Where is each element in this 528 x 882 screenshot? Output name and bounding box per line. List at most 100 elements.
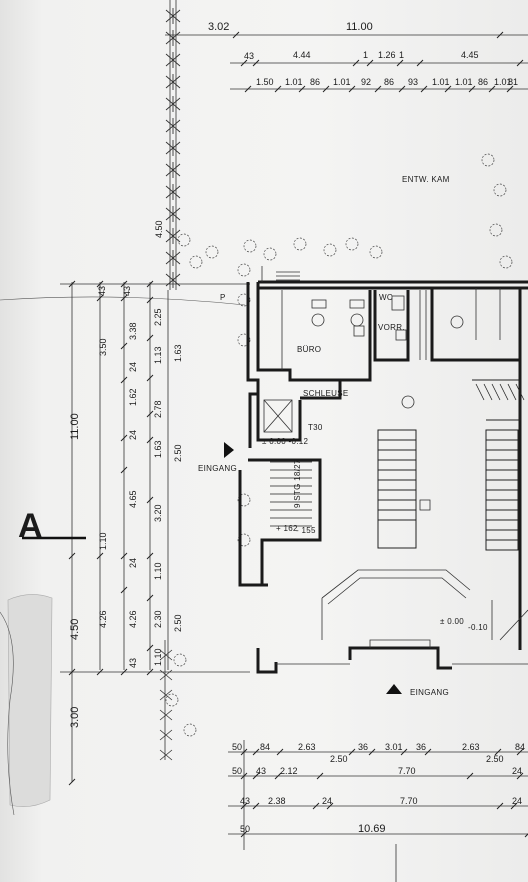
room-wc: WC xyxy=(379,293,393,302)
bot-r2-6: 24 xyxy=(512,766,522,776)
level-stair: 9 STG 18/27 xyxy=(293,459,302,508)
left-col-a-0: 3.50 xyxy=(98,338,108,356)
bot-r3-2: 24 xyxy=(322,796,332,806)
property-boundary: 4.50 xyxy=(154,0,181,761)
top-dim-11-00: 11.00 xyxy=(346,21,373,33)
left-col-c-2: 1.13 xyxy=(153,346,163,364)
left-col-b-2: 24 xyxy=(128,362,138,372)
top-dim-r2-1: 4.44 xyxy=(293,50,311,60)
bottom-dimension-lines xyxy=(228,740,528,882)
bot-r2-5: 2.50 xyxy=(486,754,504,764)
left-col-c-8: 1.10 xyxy=(153,648,163,666)
top-dim-r2-3: 1.26 xyxy=(378,50,396,60)
left-col-b-8: 43 xyxy=(128,658,138,668)
left-col-c-6: 1.10 xyxy=(153,562,163,580)
bot-r3-1: 2.38 xyxy=(268,796,286,806)
bot-r2-2: 2.12 xyxy=(280,766,298,776)
bot-r2-3: 2.50 xyxy=(330,754,348,764)
top-dim-3-02: 3.02 xyxy=(208,21,229,33)
fixtures xyxy=(263,288,501,511)
top-dim-r3-1: 1.01 xyxy=(285,77,303,87)
left-col-b-7: 4.26 xyxy=(128,610,138,628)
building-walls xyxy=(238,280,528,674)
left-col-b-4: 24 xyxy=(128,430,138,440)
room-vorr: VORR. xyxy=(378,323,405,332)
top-dim-r2-0: 43 xyxy=(244,51,254,61)
top-dim-r3-5: 86 xyxy=(384,77,394,87)
level-1: ± 0.00 -0.12 xyxy=(262,437,308,446)
left-dim-3-00: 3.00 xyxy=(69,707,81,728)
left-col-a-1: 1.10 xyxy=(98,532,108,550)
left-col-b-1: 3.38 xyxy=(128,322,138,340)
left-col-c-0: 43 xyxy=(122,286,132,296)
left-col-b-0: 43 xyxy=(97,286,107,296)
level-2: + 162 xyxy=(276,524,298,533)
room-buero: BÜRO xyxy=(297,345,321,354)
left-col-b-5: 4.65 xyxy=(128,490,138,508)
top-dim-r3-10: 1.01 xyxy=(494,77,512,87)
top-dim-r3-3: 1.01 xyxy=(333,77,351,87)
left-col-d-1: 2.50 xyxy=(173,444,183,462)
paper-crease xyxy=(0,296,246,816)
left-col-c-7: 2.30 xyxy=(153,610,163,628)
bot-r1-4: 3.01 xyxy=(385,742,403,752)
bot-r1-0: 50 xyxy=(232,742,242,752)
left-col-b-6: 24 xyxy=(128,558,138,568)
top-dim-r3-0: 1.50 xyxy=(256,77,274,87)
left-dim-4-50: 4.50 xyxy=(69,619,81,640)
forecourt xyxy=(321,569,528,648)
left-dim-11-00: 11.00 xyxy=(69,413,81,440)
top-dim-r3-4: 92 xyxy=(361,77,371,87)
bot-r4-0: 50 xyxy=(240,824,250,834)
top-dim-r3-11: 81 xyxy=(508,77,518,87)
left-col-c-1: 2.25 xyxy=(153,308,163,326)
entrance-bottom-label: EINGANG xyxy=(410,688,449,697)
bot-r2-4: 7.70 xyxy=(398,766,416,776)
left-col-c-5: 3.20 xyxy=(153,504,163,522)
level-5: -0.10 xyxy=(468,623,488,632)
room-schleuse: SCHLEUSE xyxy=(303,389,349,398)
left-col-c-4: 1.63 xyxy=(153,440,163,458)
bot-r1-5: 36 xyxy=(416,742,426,752)
bot-r3-4: 24 xyxy=(512,796,522,806)
left-col-a-2: 4.26 xyxy=(98,610,108,628)
level-t30: T30 xyxy=(308,423,323,432)
entrance-left-label: EINGANG xyxy=(198,464,237,473)
top-dim-r3-2: 86 xyxy=(310,77,320,87)
bot-r1-7: 84 xyxy=(515,742,525,752)
level-4: ± 0.00 xyxy=(440,617,464,626)
entrance-arrow-left xyxy=(224,442,234,458)
bot-r2-1: 43 xyxy=(256,766,266,776)
left-dimension-lines xyxy=(60,280,250,786)
bot-r3-0: 43 xyxy=(240,796,250,806)
left-col-c-3: 2.78 xyxy=(153,400,163,418)
setback-dim: 4.50 xyxy=(154,220,164,238)
top-dimension-lines xyxy=(165,31,528,93)
top-dim-r2-4: 1 xyxy=(399,50,404,60)
top-dim-r3-9: 86 xyxy=(478,77,488,87)
left-col-b-3: 1.62 xyxy=(128,388,138,406)
section-marker-letter: A xyxy=(18,507,43,545)
stair-flights xyxy=(270,379,525,551)
top-dim-r2-2: 1 xyxy=(363,50,368,60)
bot-r1-6: 2.63 xyxy=(462,742,480,752)
entrance-arrow-bottom xyxy=(386,684,402,694)
plant-note: ENTW. KAM xyxy=(402,175,450,184)
level-3: - 155 xyxy=(296,526,316,535)
bot-r1-2: 2.63 xyxy=(298,742,316,752)
marker-p: P xyxy=(220,293,226,302)
left-col-d-2: 2.50 xyxy=(173,614,183,632)
bot-r1-1: 84 xyxy=(260,742,270,752)
top-dim-r2-5: 4.45 xyxy=(461,50,479,60)
top-dim-r3-6: 93 xyxy=(408,77,418,87)
bot-r2-0: 50 xyxy=(232,766,242,776)
left-col-d-0: 1.63 xyxy=(173,344,183,362)
bot-total: 10.69 xyxy=(358,823,386,835)
planting-area xyxy=(165,153,513,737)
top-dim-r3-8: 1.01 xyxy=(455,77,473,87)
bot-r3-3: 7.70 xyxy=(400,796,418,806)
top-dim-r3-7: 1.01 xyxy=(432,77,450,87)
bot-r1-3: 36 xyxy=(358,742,368,752)
